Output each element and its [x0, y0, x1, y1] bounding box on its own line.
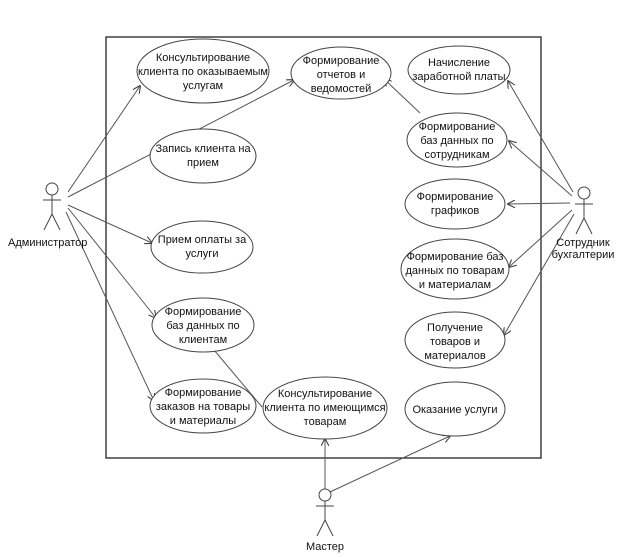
assoc-db-employees-reports	[384, 79, 421, 114]
associations	[65, 79, 575, 493]
stick-figure-icon	[43, 182, 61, 231]
system-boundary	[105, 36, 542, 459]
assoc-acc-receive-goods	[504, 213, 575, 335]
actor-administrator: Администратор	[8, 182, 87, 249]
assoc-admin-db-clients	[67, 207, 156, 318]
assoc-admin-orders	[65, 211, 154, 401]
assoc-master-service	[329, 436, 450, 493]
stick-figure-icon	[575, 186, 593, 235]
assoc-admin-payment	[67, 204, 152, 243]
assoc-admin-consult-services	[67, 86, 140, 193]
stick-figure-icon	[316, 488, 334, 537]
actor-master-label: Мастер	[306, 541, 344, 553]
assoc-acc-salary	[508, 81, 574, 193]
assoc-acc-db-employees	[509, 141, 573, 197]
usecase-service: Оказание услуги	[404, 381, 506, 437]
actor-admin-label: Администратор	[8, 237, 87, 249]
assoc-acc-schedules	[508, 203, 571, 204]
svg-text:Оказание услуги: Оказание услуги	[412, 404, 497, 416]
assoc-acc-db-goods	[509, 209, 573, 267]
actor-master: Мастер	[306, 488, 344, 553]
